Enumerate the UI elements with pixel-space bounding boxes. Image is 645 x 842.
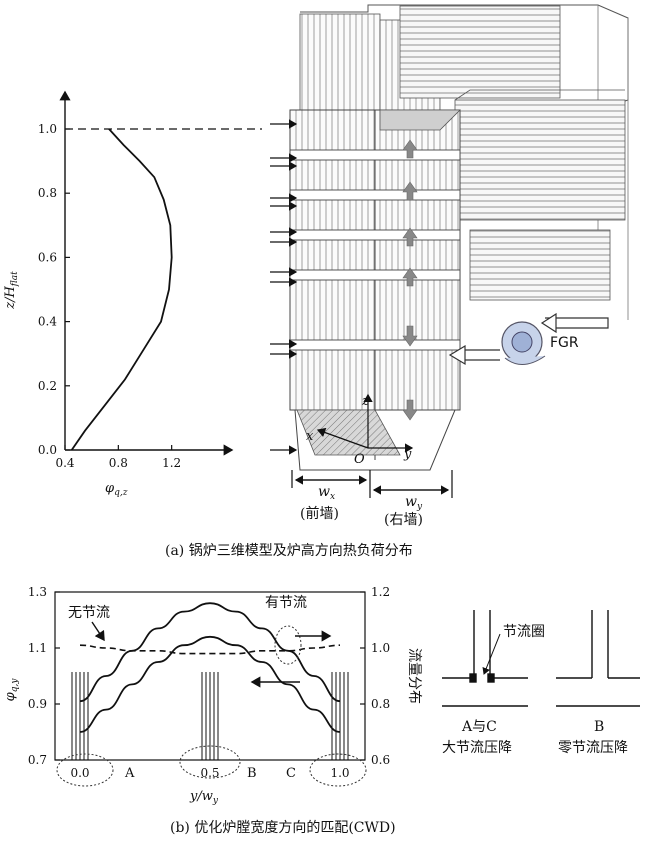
throttle-diagram-b [556,610,640,707]
bottom-right-tick-label: 0.8 [371,697,390,711]
axis-z-label: z [361,394,369,409]
bottom-right-tick-label: 1.0 [371,641,390,655]
fgr-label: FGR [550,335,579,351]
bottom-left-ticks: 0.7 0.9 1.1 1.3 [28,585,60,767]
region-label-a: A [124,766,135,781]
throttle-diagram-ac [442,610,528,707]
flow-direction-arrows [402,139,418,421]
top-chart: 0.0 0.2 0.4 0.6 0.8 1.0 0.4 0.8 1.2 z/Hflat φq,… [3,90,262,498]
burner-inlet-arrows [270,119,298,455]
axis-y-label: y [403,447,412,462]
ellipse-center [179,745,241,779]
top-y-tick-label: 0.8 [38,186,57,200]
caption-a: (a) 锅炉三维模型及炉高方向热负荷分布 [165,542,413,559]
bottom-right-tick-label: 0.6 [371,753,390,767]
throttle-ring-label: 节流圈 [503,624,545,640]
top-x-tick-label: 0.4 [55,456,74,470]
ellipse-left [56,753,114,787]
series-direction-arrows [91,621,332,688]
caption-b: (b) 优化炉膛宽度方向的匹配(CWD) [170,819,396,836]
furnace-hopper [294,409,456,471]
curve-upper-with-throttle [79,602,341,703]
case-b-line2: 零节流压降 [558,740,628,756]
tube-groups [71,672,349,760]
bottom-left-tick-label: 0.9 [28,697,47,711]
dimension-lines [291,470,453,498]
bottom-x-tick-label: 1.0 [330,766,349,780]
bottom-x-axis-label: y/wy [189,789,219,806]
ellipse-throttle-note [274,625,302,665]
bottom-left-tick-label: 0.7 [28,753,47,767]
origin-label: O [354,452,365,467]
top-heat-load-curve [70,128,173,451]
coordinate-axes [316,393,414,453]
region-label-c: C [286,766,296,781]
fgr-fan [501,321,546,365]
region-label-b: B [247,766,257,781]
top-y-tick-label: 0.4 [38,315,57,329]
right-wall-label: (右墙) [384,512,423,528]
wx-label: wx [318,484,335,502]
region-ellipses [56,625,367,787]
case-b-line1: B [594,719,604,735]
curve-dashed-no-throttle [79,644,341,655]
boiler-3d-model: FGR z x y O wx wy (前墙) (右墙) [270,4,629,528]
bottom-right-tick-label: 1.2 [371,585,390,599]
axis-x-label: x [306,429,314,444]
top-y-tick-label: 1.0 [38,122,57,136]
top-y-tick-label: 0.6 [38,250,57,264]
curve-lower-heat-load [79,635,341,733]
bottom-x-ticks: 0.0 0.5 1.0 [70,766,349,780]
bottom-x-tick-label: 0.5 [200,766,219,780]
bottom-right-axis-label: 流量分布 [406,648,422,704]
bottom-left-axis-label: φq,y [3,678,20,702]
wy-label: wy [405,494,423,512]
top-x-tick-label: 1.2 [162,456,181,470]
hopper-slope [296,409,401,456]
case-ac-line2: 大节流压降 [442,740,512,756]
label-with-throttle: 有节流 [265,595,307,611]
platen-superheater-1 [299,13,381,115]
bottom-left-tick-label: 1.3 [28,585,47,599]
top-y-tick-label: 0.0 [38,443,57,457]
bottom-right-ticks: 0.6 0.8 1.0 1.2 [360,585,390,767]
case-ac-line1: A与C [461,719,497,735]
back-pass-coils-lower [469,229,611,301]
top-y-axis-label: z/Hflat [3,271,20,310]
top-x-tick-label: 0.8 [109,456,128,470]
ellipse-right [309,753,367,787]
label-no-throttle: 无节流 [68,605,110,621]
top-x-axis-label: φq,z [105,481,128,498]
back-pass-coils-upper [454,99,626,221]
top-y-tick-label: 0.2 [38,379,57,393]
front-wall-label: (前墙) [300,505,339,522]
top-y-ticks: 0.0 0.2 0.4 0.6 0.8 1.0 [38,122,70,457]
top-x-ticks: 0.4 0.8 1.2 [55,445,181,470]
bottom-left-tick-label: 1.1 [28,641,47,655]
bottom-x-tick-label: 0.0 [70,766,89,780]
horizontal-flue-coils [399,5,561,99]
fgr-duct [448,312,609,366]
